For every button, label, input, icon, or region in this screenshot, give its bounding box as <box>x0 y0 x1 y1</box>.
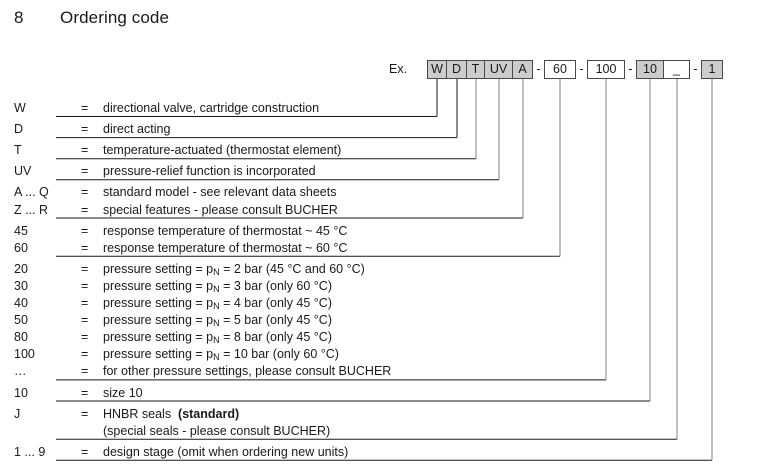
legend-row: D = direct acting <box>14 121 170 138</box>
legend-code: 100 <box>14 347 35 362</box>
legend-equals: = <box>81 240 89 255</box>
code-box[interactable]: W <box>427 60 447 79</box>
legend-code: 45 <box>14 223 28 238</box>
legend-row: 20 = pressure setting = pN = 2 bar (45 °C … <box>14 261 365 278</box>
legend-description: (special seals - please consult BUCHER) <box>103 423 331 438</box>
legend-code: 50 <box>14 313 28 328</box>
legend-description: pressure setting = pN = 8 bar (only 45 °… <box>103 330 332 346</box>
legend-description: for other pressure settings, please cons… <box>103 364 392 379</box>
legend-description: pressure setting = pN = 2 bar (45 °C and… <box>103 261 365 277</box>
section-title: Ordering code <box>60 8 170 27</box>
legend-code: 80 <box>14 330 28 345</box>
example-label: Ex. <box>389 62 408 76</box>
legend-equals: = <box>81 278 89 293</box>
legend-description: response temperature of thermostat ~ 45 … <box>103 223 348 238</box>
legend-code: 60 <box>14 240 28 255</box>
code-box[interactable]: _ <box>664 60 690 79</box>
legend-equals: = <box>81 347 89 362</box>
legend-code: 40 <box>14 296 28 310</box>
legend-row: Z ... R = special features - please consul… <box>14 202 338 219</box>
code-segment-pressure-setting: 100 <box>587 60 625 79</box>
legend-description: pressure setting = pN = 3 bar (only 60 °… <box>103 278 332 294</box>
legend-row: 80 = pressure setting = pN = 8 bar (only 4… <box>14 329 332 346</box>
legend-description: size 10 <box>103 385 143 400</box>
legend-row: 10 = size 10 <box>14 385 143 402</box>
legend-code: UV <box>14 164 32 179</box>
legend-equals: = <box>81 406 89 421</box>
code-segment-response-temperature: 60 <box>544 60 576 79</box>
legend-description: directional valve, cartridge constructio… <box>103 101 320 115</box>
legend-code: D <box>14 122 24 137</box>
legend-description: pressure setting = pN = 5 bar (only 45 °… <box>103 313 332 329</box>
legend-equals: = <box>81 385 89 400</box>
legend-row: W = directional valve, cartridge construct… <box>14 100 319 117</box>
code-box[interactable]: 10 <box>636 60 664 79</box>
code-box[interactable]: A <box>513 60 533 79</box>
legend-equals: = <box>81 164 89 179</box>
legend-code: 10 <box>14 385 28 400</box>
legend-equals: = <box>81 185 89 200</box>
legend-equals: = <box>81 444 89 459</box>
legend-description: pressure setting = pN = 4 bar (only 45 °… <box>103 296 332 311</box>
code-segment-design-stage: 1 <box>701 60 723 79</box>
legend-code: T <box>14 143 22 158</box>
legend-description: pressure-relief function is incorporated <box>103 164 316 179</box>
legend-code: W <box>14 101 26 115</box>
legend-row: 100 = pressure setting = pN = 10 bar (only… <box>14 346 339 363</box>
code-separator: - <box>536 62 541 76</box>
legend-code: Z ... R <box>14 202 49 217</box>
legend-description: pressure setting = pN = 10 bar (only 60 … <box>103 347 339 363</box>
legend-equals: = <box>81 364 89 379</box>
legend-equals: = <box>81 261 89 276</box>
legend-description: design stage (omit when ordering new uni… <box>103 444 349 459</box>
legend-row: 30 = pressure setting = pN = 3 bar (only 6… <box>14 278 332 295</box>
legend-code: A ... Q <box>14 185 49 200</box>
legend-description: standard model - see relevant data sheet… <box>103 185 337 200</box>
legend-equals: = <box>81 296 89 310</box>
legend-equals: = <box>81 223 89 238</box>
legend-row: UV = pressure-relief function is incorpora… <box>14 163 316 180</box>
legend-equals: = <box>81 143 89 158</box>
legend-equals: = <box>81 313 89 328</box>
legend-equals: = <box>81 330 89 345</box>
code-separator: - <box>628 62 633 76</box>
code-box[interactable]: T <box>467 60 485 79</box>
legend-row: T = temperature-actuated (thermostat eleme… <box>14 142 341 159</box>
legend-description: HNBR seals (standard) <box>103 406 240 421</box>
legend-equals: = <box>81 101 89 115</box>
code-box[interactable]: 100 <box>587 60 625 79</box>
legend-code: 20 <box>14 261 28 276</box>
legend-code: J <box>14 406 21 421</box>
legend-code: 1 ... 9 <box>14 444 46 459</box>
legend-row: J = HNBR seals (standard) <box>14 406 239 423</box>
code-box[interactable]: D <box>447 60 467 79</box>
code-segment-size-and-seals: 10_ <box>636 60 690 79</box>
legend-row: A ... Q = standard model - see relevant da… <box>14 184 336 201</box>
code-box[interactable]: 60 <box>544 60 576 79</box>
legend-description: special features - please consult BUCHER <box>103 202 338 217</box>
legend-row: 50 = pressure setting = pN = 5 bar (only 4… <box>14 312 332 329</box>
legend-row: 1 ... 9 = design stage (omit when ordering… <box>14 444 348 461</box>
legend-equals: = <box>81 122 89 137</box>
legend-row: … = for other pressure settings, please co… <box>14 363 391 380</box>
legend-row: (special seals - please consult BUCHER) <box>14 423 330 440</box>
code-box[interactable]: UV <box>485 60 513 79</box>
section-number: 8 <box>14 8 24 27</box>
legend-equals: = <box>81 202 89 217</box>
code-separator: - <box>693 62 698 76</box>
legend-description: response temperature of thermostat ~ 60 … <box>103 240 348 255</box>
legend-code: … <box>14 364 27 379</box>
page-title: 8 Ordering code <box>14 8 169 28</box>
legend-code: 30 <box>14 278 28 293</box>
legend-row: 40 = pressure setting = pN = 4 bar (only 4… <box>14 295 332 312</box>
legend-row: 60 = response temperature of thermostat ~ … <box>14 240 347 257</box>
code-separator: - <box>579 62 584 76</box>
legend-description: direct acting <box>103 122 171 137</box>
legend-row: 45 = response temperature of thermostat ~ … <box>14 223 347 240</box>
legend-description: temperature-actuated (thermostat element… <box>103 143 342 158</box>
code-box[interactable]: 1 <box>701 60 723 79</box>
